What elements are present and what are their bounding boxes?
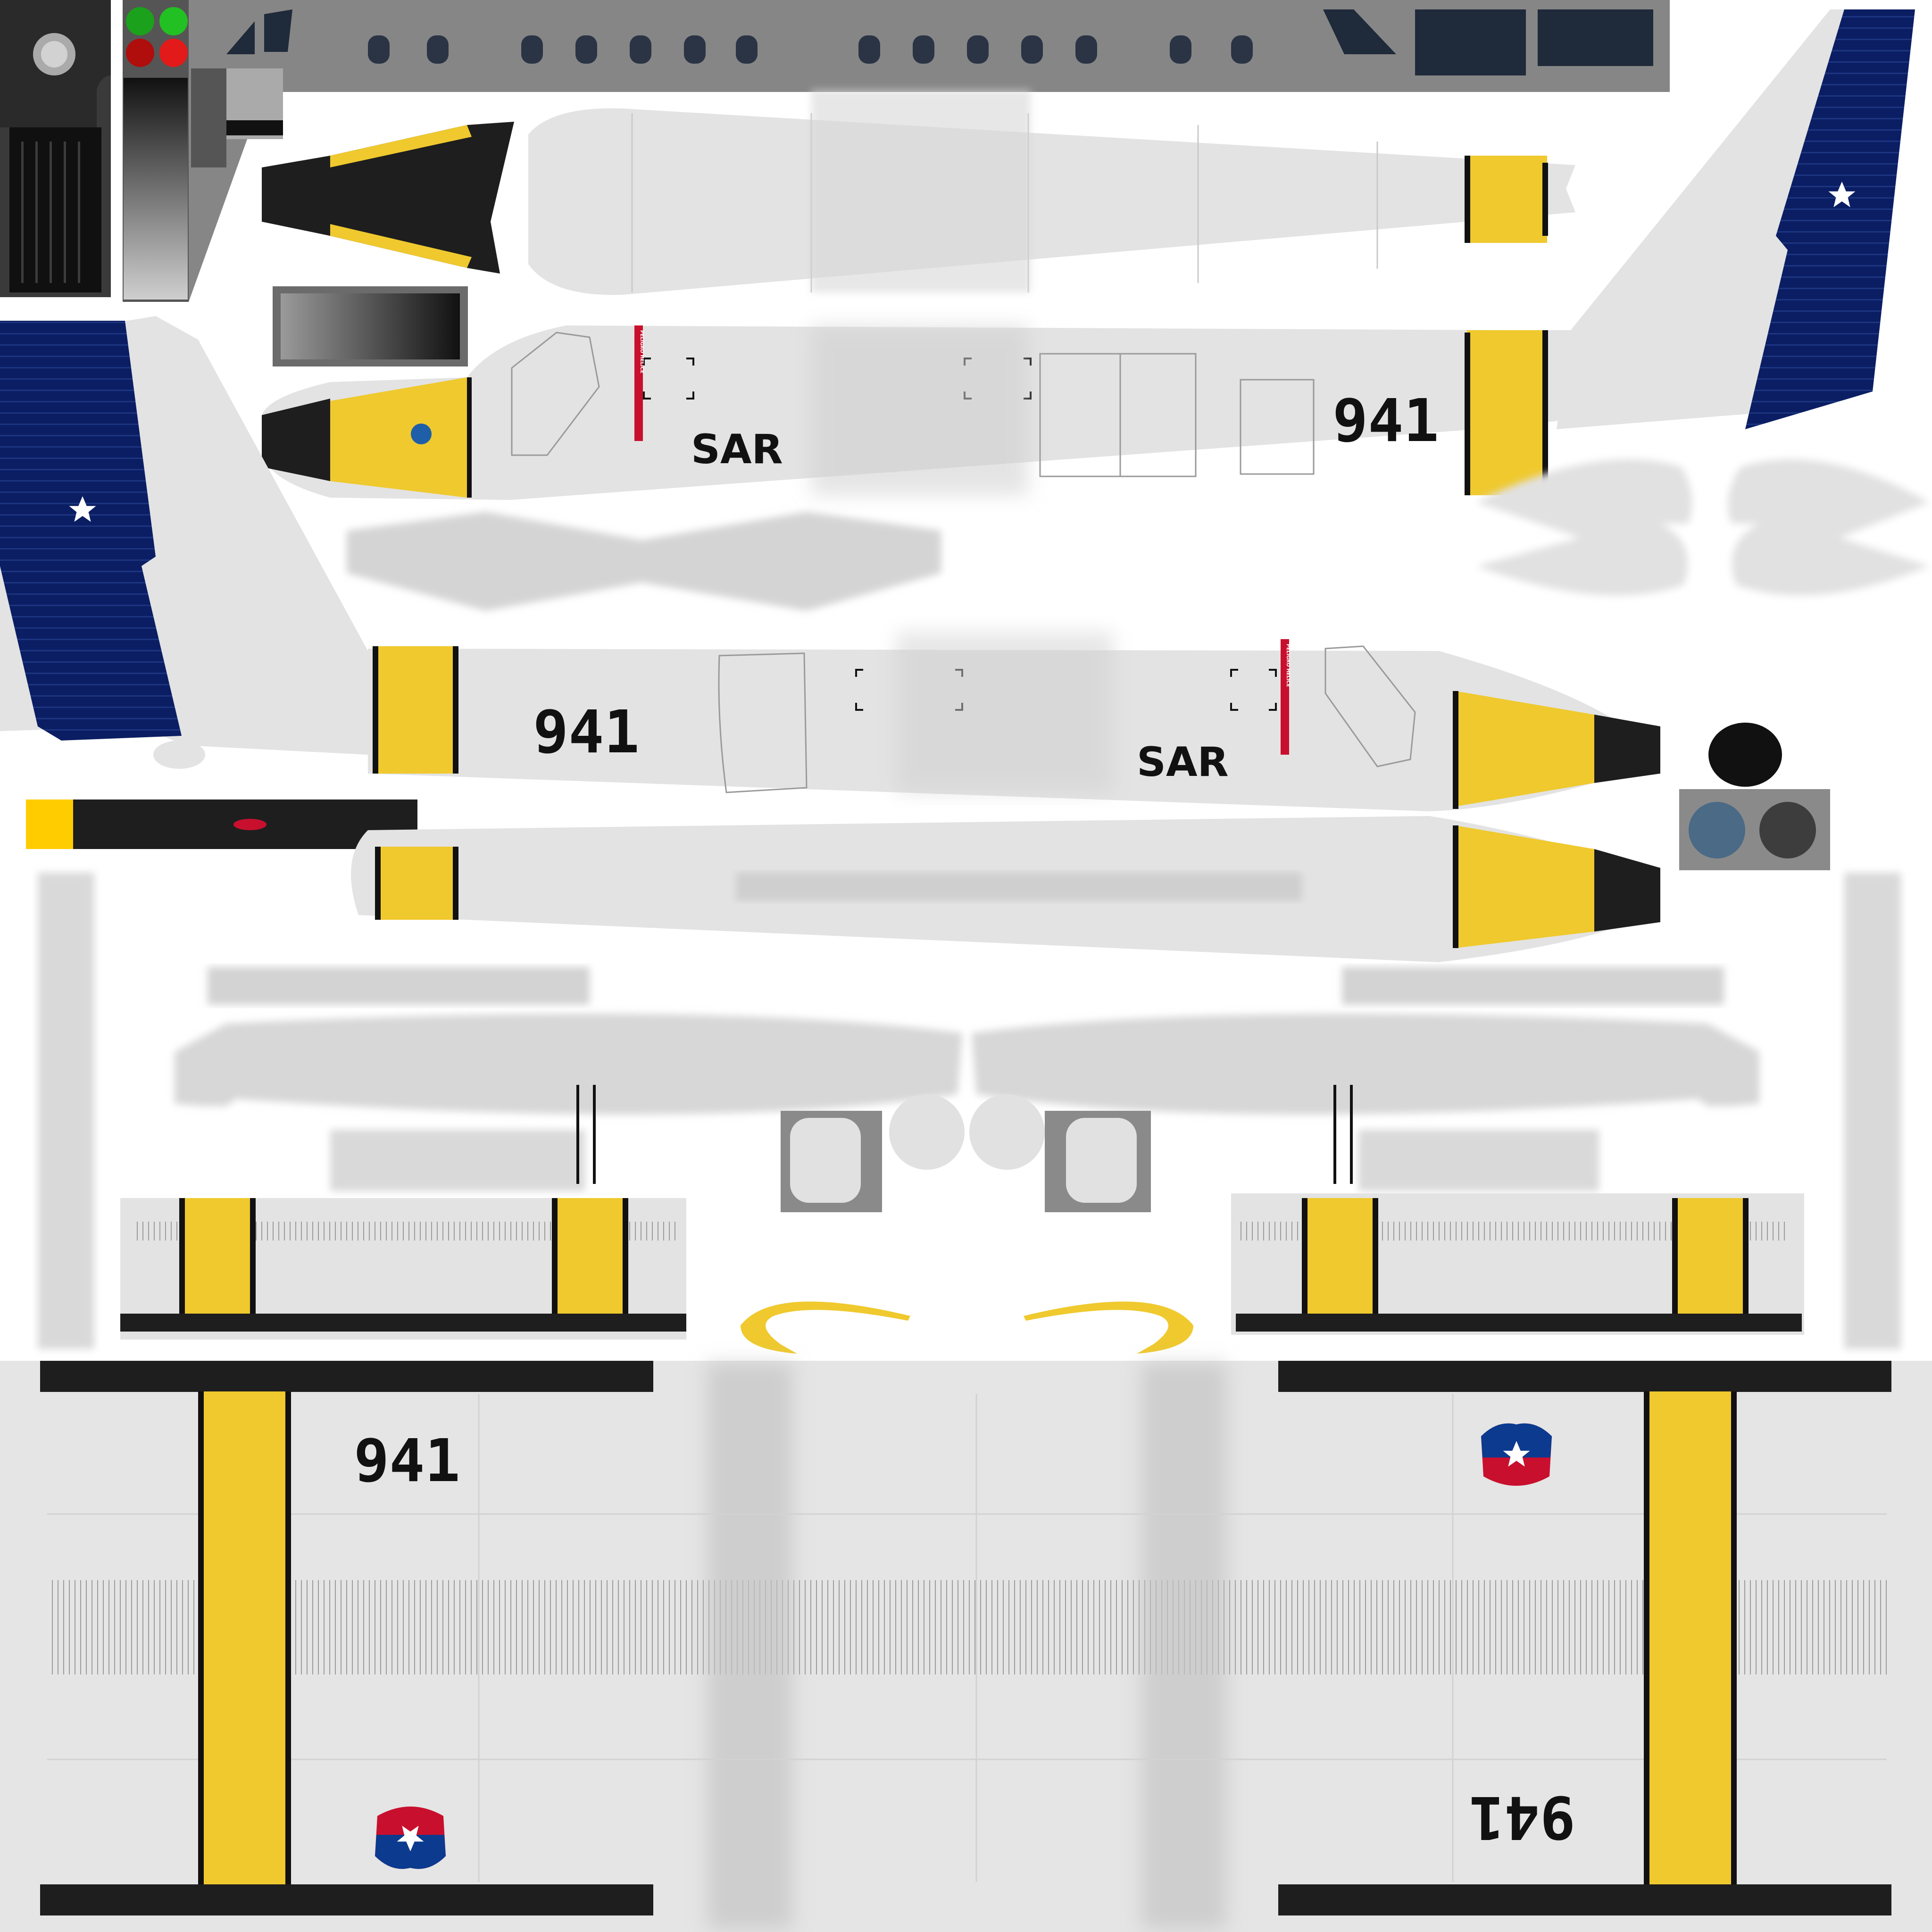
- vertical-tail-right: [1557, 9, 1915, 429]
- propeller-danger-stripe: [1281, 639, 1289, 755]
- main-wing-panel: 941 941: [0, 1361, 1932, 1932]
- wing-panels: [38, 873, 1901, 1349]
- cockpit-windows: [226, 9, 1653, 75]
- wing-stripe-panel-right: [1231, 1193, 1804, 1335]
- tail-number-side-right: 941: [533, 698, 640, 766]
- chile-shield-roundel-icon: [1481, 1423, 1552, 1486]
- exhaust-fairings: [741, 1301, 1193, 1354]
- stabilizer-upper-ghost: [347, 512, 941, 611]
- propeller-danger-stripe: [634, 325, 643, 441]
- stabilizer-tip-ghost: [1476, 459, 1929, 596]
- mission-code-side-right: SAR: [1137, 739, 1229, 786]
- spinner-discs: [1679, 723, 1830, 870]
- propeller-blade-strip: [26, 799, 417, 849]
- engine-intake-panel: [0, 0, 283, 302]
- cabin-windows: [368, 35, 1253, 64]
- nav-light-icon: [126, 7, 188, 67]
- fuselage-side-right: PELIGRO HELICE 941 SAR: [368, 632, 1660, 811]
- tail-number-wing: 941: [354, 1427, 460, 1495]
- fuselage-side-left: PELIGRO HELICE SAR 941: [262, 325, 1571, 500]
- fuselage-belly: [351, 816, 1660, 962]
- squadron-badge-icon: [411, 424, 432, 444]
- tail-number-side-left: 941: [1332, 387, 1439, 455]
- mission-code-side-left: SAR: [691, 426, 783, 473]
- landing-light-icon: [1689, 802, 1745, 858]
- wing-stripe-panel-left: [120, 1198, 686, 1340]
- fuselage-top-strip: [189, 0, 1670, 302]
- propeller-danger-text: PELIGRO HELICE: [639, 330, 644, 374]
- fuselage-top-view: [528, 90, 1575, 295]
- vertical-tail-left: [0, 316, 368, 769]
- chile-shield-roundel-icon: [375, 1807, 446, 1869]
- propeller-danger-text: PELIGRO HELICE: [1285, 644, 1291, 687]
- tail-number-wing-mirrored: 941: [1469, 1783, 1575, 1851]
- nacelle-top-left-cowl: [262, 122, 514, 274]
